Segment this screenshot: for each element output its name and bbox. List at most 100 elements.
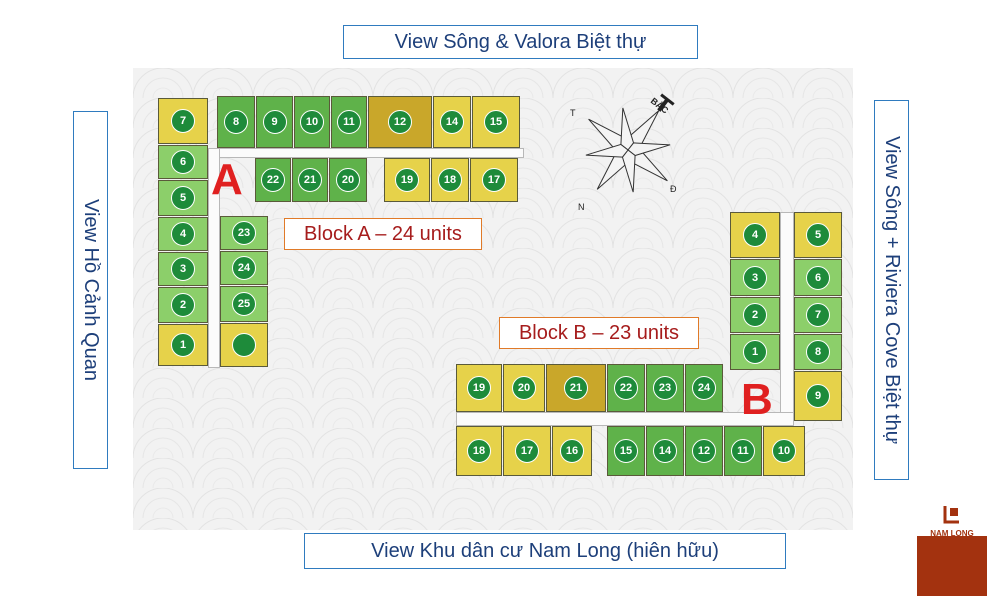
block-a-corridor-vertical (208, 148, 220, 368)
unit-a-6[interactable]: 6 (158, 145, 208, 179)
block-a-corridor-horizontal (212, 148, 524, 158)
unit-number: 4 (171, 222, 195, 246)
unit-a-16[interactable]: 17 (470, 158, 518, 202)
unit-a-15[interactable]: 15 (472, 96, 520, 148)
unit-a-2[interactable]: 2 (158, 287, 208, 323)
unit-a-8[interactable]: 8 (217, 96, 255, 148)
unit-number: 20 (336, 168, 360, 192)
unit-number: 5 (171, 186, 195, 210)
unit-a-1[interactable]: 1 (158, 324, 208, 366)
logo-top-panel: NAM LONG (917, 498, 987, 538)
unit-b-16[interactable]: 16 (552, 426, 592, 476)
unit-number: 24 (232, 256, 256, 280)
unit-number: 22 (614, 376, 638, 400)
unit-number: 19 (395, 168, 419, 192)
unit-b-15[interactable]: 15 (607, 426, 645, 476)
unit-number: 24 (692, 376, 716, 400)
unit-a-23[interactable]: 24 (220, 251, 268, 285)
unit-number: 25 (232, 292, 256, 316)
unit-number: 15 (614, 439, 638, 463)
unit-b-9[interactable]: 9 (794, 371, 842, 421)
unit-a-7[interactable]: 7 (158, 98, 208, 144)
unit-number: 10 (300, 110, 324, 134)
unit-a-14[interactable]: 14 (433, 96, 471, 148)
unit-a-11[interactable]: 11 (331, 96, 367, 148)
block-a-label: Block A – 24 units (284, 218, 482, 250)
unit-number: 11 (731, 439, 755, 463)
unit-a-18[interactable]: 19 (384, 158, 430, 202)
unit-number: 20 (512, 376, 536, 400)
nam-long-logo: NAM LONG (917, 498, 987, 596)
compass-rose-icon: BẮC T Đ N (570, 93, 677, 212)
unit-number: 18 (467, 439, 491, 463)
unit-b-4[interactable]: 4 (730, 212, 780, 258)
unit-number: 16 (560, 439, 584, 463)
unit-a-5[interactable]: 5 (158, 180, 208, 216)
unit-a-9[interactable]: 9 (256, 96, 293, 148)
block-b-letter: B (741, 375, 773, 424)
unit-a-19[interactable]: 20 (329, 158, 367, 202)
unit-number: 22 (261, 168, 285, 192)
unit-a-4[interactable]: 4 (158, 217, 208, 251)
unit-number: 7 (806, 303, 830, 327)
unit-number: 2 (171, 293, 195, 317)
unit-number: 5 (806, 223, 830, 247)
unit-b-20[interactable]: 20 (503, 364, 545, 412)
view-left-label: View Hồ Cảnh Quan (73, 111, 108, 469)
unit-number: 9 (806, 384, 830, 408)
unit-number: 14 (653, 439, 677, 463)
unit-b-3[interactable]: 3 (730, 259, 780, 296)
compass-n-label: N (578, 202, 585, 212)
unit-a-12[interactable]: 12 (368, 96, 432, 148)
unit-a-22[interactable]: 23 (220, 216, 268, 250)
unit-b-19[interactable]: 19 (456, 364, 502, 412)
unit-number (232, 333, 256, 357)
unit-b-22[interactable]: 22 (607, 364, 645, 412)
unit-number: 17 (515, 439, 539, 463)
unit-b-1[interactable]: 1 (730, 334, 780, 370)
unit-b-7[interactable]: 7 (794, 297, 842, 333)
unit-number: 8 (806, 340, 830, 364)
unit-a-25[interactable] (220, 323, 268, 367)
unit-number: 9 (262, 110, 287, 134)
unit-number: 11 (337, 110, 361, 134)
unit-b-21[interactable]: 21 (546, 364, 606, 412)
nam-long-emblem-icon (943, 506, 959, 524)
unit-number: 14 (440, 110, 464, 134)
unit-a-20[interactable]: 21 (292, 158, 328, 202)
unit-number: 2 (743, 303, 767, 327)
unit-b-23[interactable]: 23 (646, 364, 684, 412)
unit-b-18[interactable]: 18 (456, 426, 502, 476)
unit-number: 6 (171, 150, 195, 174)
unit-b-12[interactable]: 12 (685, 426, 723, 476)
unit-b-6[interactable]: 6 (794, 259, 842, 296)
unit-a-10[interactable]: 10 (294, 96, 330, 148)
block-a-letter: A (211, 155, 243, 204)
unit-b-11[interactable]: 11 (724, 426, 762, 476)
unit-b-14[interactable]: 14 (646, 426, 684, 476)
unit-b-8[interactable]: 8 (794, 334, 842, 370)
unit-a-24[interactable]: 25 (220, 286, 268, 322)
unit-a-3[interactable]: 3 (158, 252, 208, 286)
unit-number: 23 (232, 221, 256, 245)
block-b-corridor-vertical (780, 212, 794, 422)
unit-number: 15 (484, 110, 508, 134)
unit-number: 12 (692, 439, 716, 463)
unit-b-5[interactable]: 5 (794, 212, 842, 258)
logo-text: NAM LONG (930, 529, 974, 538)
unit-number: 7 (171, 109, 195, 133)
unit-a-17[interactable]: 18 (431, 158, 469, 202)
unit-a-21[interactable]: 22 (255, 158, 291, 202)
unit-b-10[interactable]: 10 (763, 426, 805, 476)
unit-b-2[interactable]: 2 (730, 297, 780, 333)
unit-number: 21 (298, 168, 322, 192)
unit-number: 1 (171, 333, 195, 357)
unit-number: 21 (564, 376, 588, 400)
unit-b-24[interactable]: 24 (685, 364, 723, 412)
unit-number: 3 (743, 265, 767, 290)
unit-number: 4 (743, 223, 767, 247)
unit-b-17[interactable]: 17 (503, 426, 551, 476)
unit-number: 10 (772, 439, 796, 463)
compass-d-label: Đ (670, 184, 677, 194)
view-right-label: View Sông + Riviera Cove Biệt thự (874, 100, 909, 480)
